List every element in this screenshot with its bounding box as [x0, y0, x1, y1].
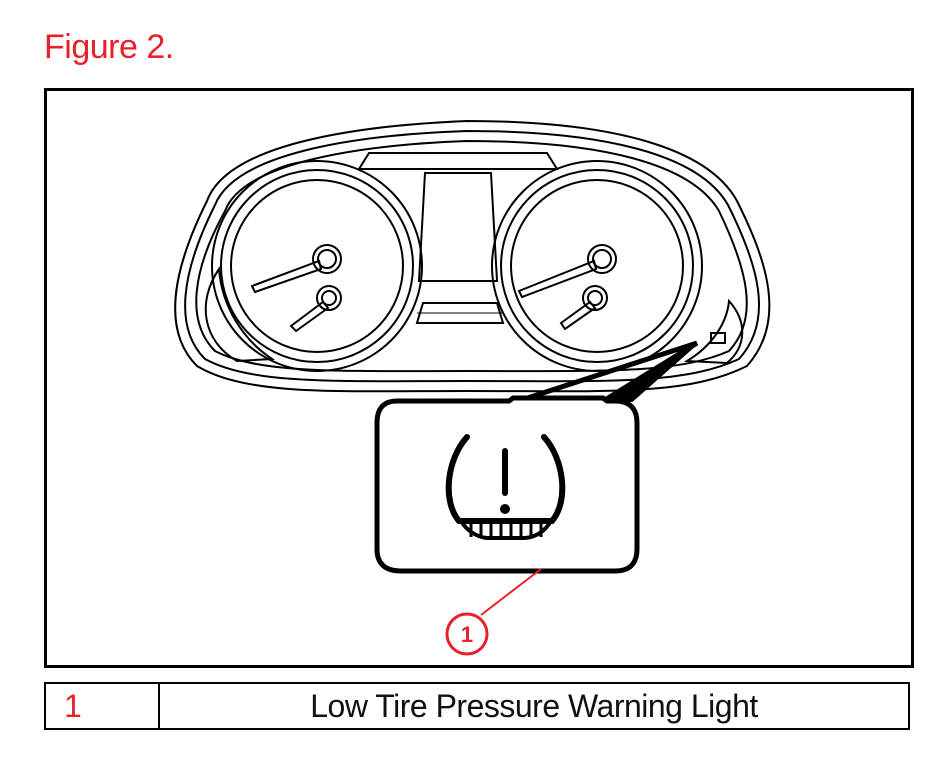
- side-pods: [204, 266, 744, 365]
- tire-pressure-warning-icon: [445, 434, 566, 540]
- figure-title: Figure 2.: [44, 28, 174, 66]
- right-gauge: [491, 160, 703, 372]
- diagram-frame: 1: [44, 88, 914, 668]
- legend-table: 1 Low Tire Pressure Warning Light: [44, 682, 910, 730]
- left-gauge: [211, 160, 423, 372]
- callout-number: 1: [461, 622, 473, 647]
- indicator-light: [710, 332, 726, 344]
- callout-leader-line: [480, 568, 542, 616]
- instrument-cluster-diagram: 1: [174, 119, 771, 656]
- callout-circle: [445, 612, 489, 656]
- legend-description: Low Tire Pressure Warning Light: [310, 688, 758, 724]
- legend-number: 1: [46, 684, 160, 728]
- center-display: [357, 152, 559, 324]
